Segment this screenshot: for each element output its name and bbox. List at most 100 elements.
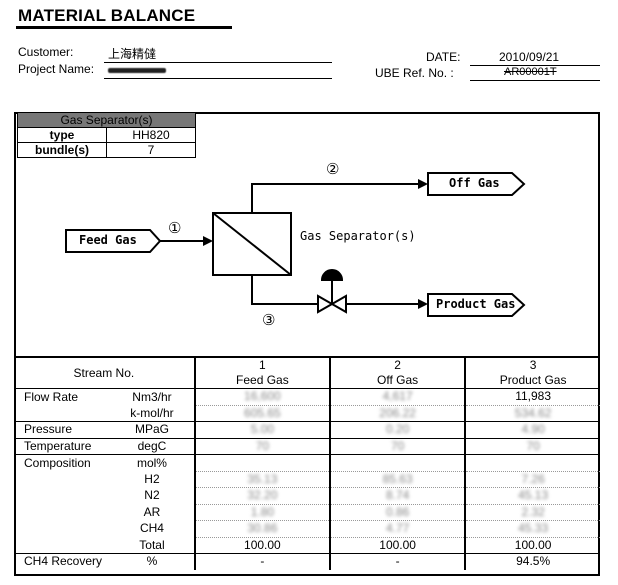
date-label: DATE: — [426, 50, 461, 64]
row-label — [14, 488, 110, 505]
off-gas-label: Off Gas — [449, 176, 500, 190]
stream-1-value: 5.00 — [193, 421, 330, 439]
stream-1-value — [193, 454, 330, 472]
feed-gas-tag — [65, 229, 162, 253]
stream-2-value: 4,617 — [328, 388, 466, 406]
table-row: CH4 Recovery%--94.5% — [14, 553, 600, 570]
stream-1-value: 32.20 — [193, 487, 330, 505]
stream-3-value: 94.5% — [464, 553, 600, 570]
stream-3-value: 2.32 — [464, 504, 600, 521]
row-unit: mol% — [110, 454, 195, 471]
stream-2-value: 85.63 — [328, 471, 466, 488]
stream-1-value: 1.80 — [193, 504, 330, 521]
off-gas-tag — [427, 172, 526, 196]
row-unit: % — [110, 553, 195, 570]
row-label — [14, 521, 110, 538]
product-arrowhead — [418, 299, 428, 309]
row-unit: Nm3/hr — [110, 388, 195, 405]
ube-ref-underline — [470, 80, 600, 81]
stream-3-value: 534.62 — [464, 405, 600, 422]
project-underline — [104, 78, 332, 79]
ube-ref-value: AR00001T — [504, 66, 557, 78]
row-label: Flow Rate — [14, 388, 111, 405]
product-gas-label: Product Gas — [436, 297, 516, 311]
off-gas-line — [251, 183, 420, 213]
row-unit: degC — [110, 437, 195, 455]
ube-ref-label: UBE Ref. No. : — [375, 66, 454, 80]
stream-3-value: 7.26 — [464, 471, 600, 488]
stream-2-value: 8.74 — [328, 487, 466, 505]
stream-2-value — [328, 454, 466, 472]
stream-1-value: 605.65 — [193, 405, 330, 422]
stream-2-value: 0.86 — [328, 504, 466, 521]
row-unit: MPaG — [110, 421, 195, 438]
stream-2-value: 0.20 — [328, 421, 466, 439]
feed-arrowhead — [203, 236, 213, 246]
stream-3-value: 11,983 — [464, 388, 600, 406]
type-label: type — [17, 127, 107, 143]
stream-1-marker: ① — [168, 220, 182, 237]
page-title: MATERIAL BALANCE — [18, 6, 196, 25]
stream-3-value: 100.00 — [464, 537, 600, 554]
row-unit: CH4 — [139, 521, 164, 536]
feed-gas-label: Feed Gas — [79, 233, 137, 247]
row-unit: Total — [139, 537, 165, 552]
row-label: Composition — [14, 454, 111, 471]
customer-underline — [104, 62, 332, 63]
stream-1-value: 35.13 — [193, 471, 330, 488]
separator-spec-table: Gas Separator(s) type HH820 bundle(s) 7 — [17, 112, 196, 158]
stream-2-value: 100.00 — [328, 537, 466, 554]
stream-1-value: 70 — [193, 437, 330, 455]
valve-right — [329, 294, 347, 314]
row-unit: AR — [143, 504, 161, 519]
stream-3-value: 4.90 — [464, 421, 600, 439]
bundle-label: bundle(s) — [17, 142, 107, 158]
project-label: Project Name: — [18, 62, 95, 76]
row-label: Pressure — [14, 421, 111, 438]
valve-actuator — [320, 269, 344, 281]
row-unit: H2 — [144, 471, 160, 486]
date-underline — [470, 65, 600, 66]
stream-3-value — [464, 454, 600, 472]
title-underline — [16, 26, 232, 29]
stream-3-marker: ③ — [262, 312, 276, 329]
row-label — [14, 405, 110, 422]
product-gas-tag — [427, 293, 526, 317]
gas-separator-label: Gas Separator(s) — [300, 229, 416, 243]
stream-1-value: - — [193, 553, 330, 570]
date-value: 2010/09/21 — [499, 50, 560, 64]
stream-2-value: 206.22 — [328, 405, 466, 422]
row-label — [14, 537, 110, 554]
row-label: CH4 Recovery — [14, 553, 111, 570]
customer-value: 上海精㒓 — [108, 47, 157, 61]
row-unit: k-mol/hr — [130, 405, 174, 420]
customer-label: Customer: — [18, 45, 74, 59]
stream-2-marker: ② — [326, 161, 340, 178]
off-gas-arrowhead — [418, 179, 428, 189]
stream-3-value: 45.33 — [464, 520, 600, 538]
product-line-a — [251, 275, 318, 305]
bundle-value: 7 — [106, 142, 196, 158]
stream-2-value: 70 — [328, 437, 466, 455]
stream-1-value: 100.00 — [193, 537, 330, 554]
project-redaction — [108, 68, 166, 73]
stream-2-value: 4.77 — [328, 520, 466, 538]
stream-1-value: 30.86 — [193, 520, 330, 538]
stream-2-value: - — [328, 553, 466, 570]
separator-spec-title: Gas Separator(s) — [17, 112, 196, 128]
row-unit: N2 — [144, 488, 160, 503]
stream-no-label: Stream No. — [73, 365, 135, 380]
valve-left — [317, 294, 335, 314]
